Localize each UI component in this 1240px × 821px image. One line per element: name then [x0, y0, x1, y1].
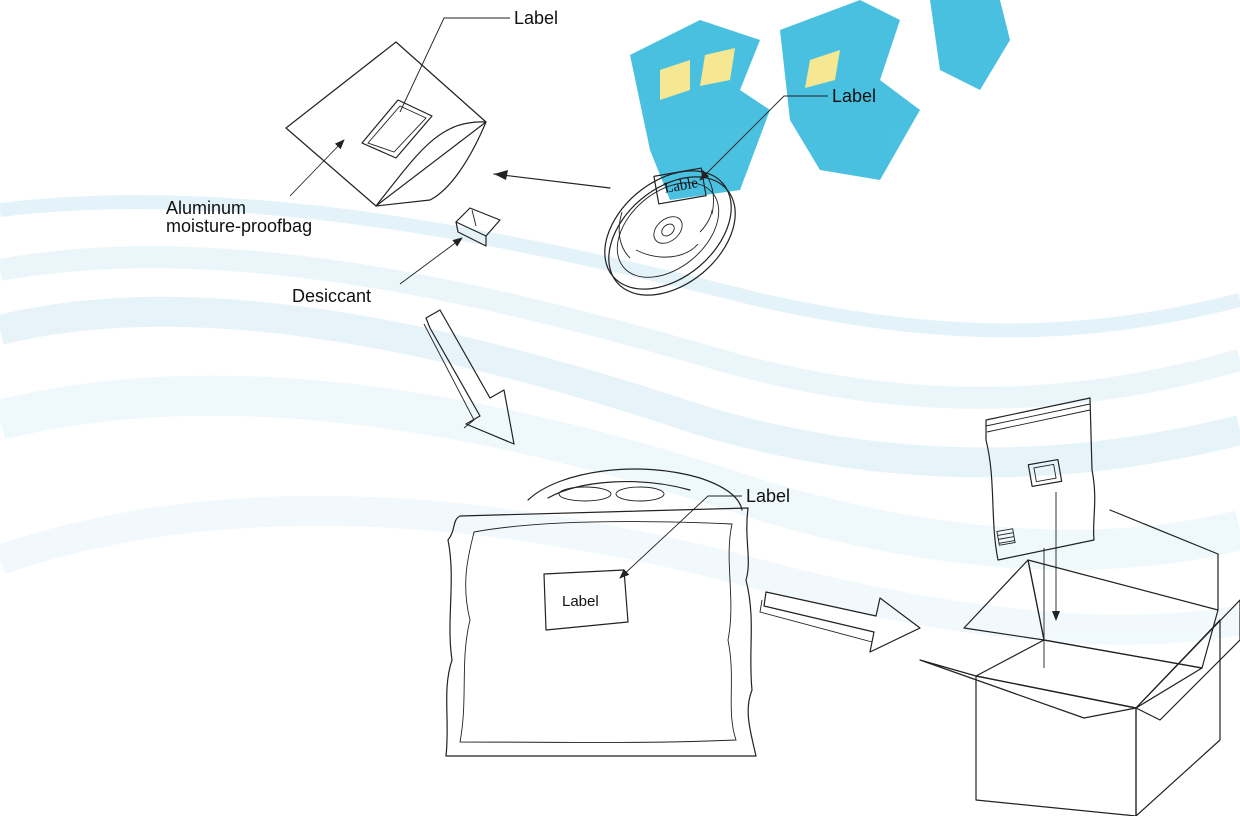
shipping-box	[919, 509, 1240, 817]
reel-to-bag-arrow	[493, 173, 611, 189]
sealed-bag	[445, 468, 757, 757]
label-reel-tag: Label	[832, 86, 877, 106]
desiccant-pack	[455, 207, 501, 247]
label-aluminum-bag-tag: Label	[514, 8, 559, 28]
desiccant-label: Desiccant	[292, 286, 372, 306]
right-arrow	[759, 591, 921, 653]
leader-lines	[289, 17, 828, 579]
aluminum-label-line2: moisture-proofbag	[166, 216, 313, 236]
down-arrow	[423, 309, 515, 445]
bag-label-text: Label	[562, 593, 599, 610]
box-bag	[985, 397, 1096, 668]
aluminum-bag	[285, 41, 487, 207]
aluminum-label-line1: Aluminum	[166, 198, 247, 218]
background-waves	[0, 195, 1240, 645]
label-sealed-bag-tag: Label	[746, 486, 791, 506]
watermark-logo	[630, 0, 1010, 200]
reel	[604, 167, 736, 296]
